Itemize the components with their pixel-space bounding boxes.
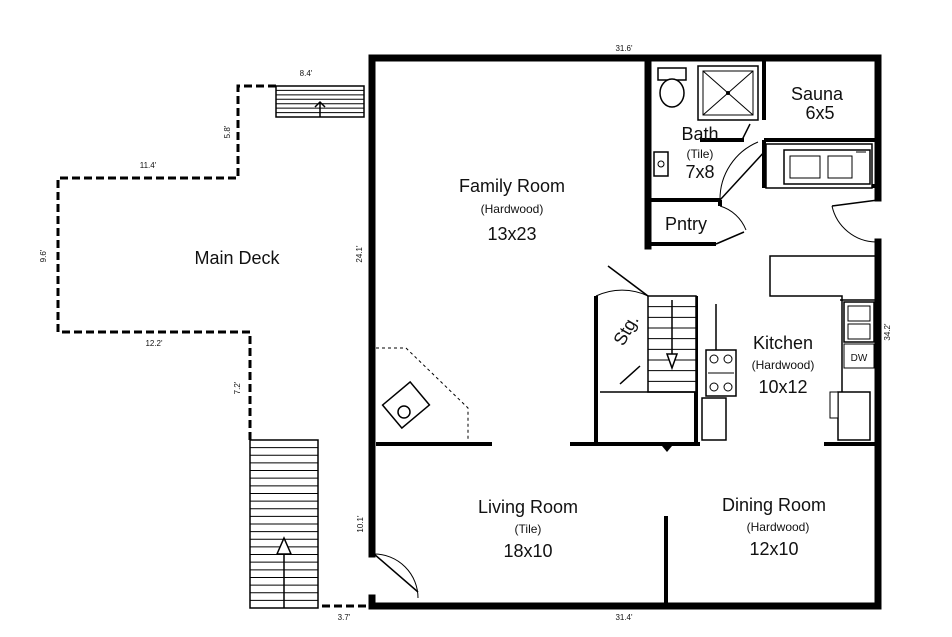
kitchen-size: 10x12 [758, 377, 807, 397]
dim-bottom: 31.4' [615, 613, 633, 622]
main-deck-outline [56, 84, 370, 608]
bath-size: 7x8 [685, 162, 714, 182]
main-deck-label: Main Deck [194, 248, 280, 268]
bath-floor: (Tile) [687, 147, 714, 161]
living-entry-door [373, 553, 419, 599]
dim-deck-mid: 11.4' [140, 161, 157, 170]
pantry-name: Pntry [665, 214, 707, 234]
dim-deck-lower: 7.2' [233, 381, 242, 394]
family-room-floor: (Hardwood) [481, 202, 544, 216]
dim-deck-foot: 3.7' [338, 613, 351, 622]
dim-family-left: 24.1' [355, 245, 364, 263]
kitchen-name: Kitchen [753, 333, 813, 353]
dim-deck-step: 5.8' [223, 125, 232, 138]
toilet-icon [657, 67, 687, 108]
kitchen-sink-icon [843, 301, 875, 343]
bath-sink-icon [653, 151, 669, 177]
dim-top: 31.6' [615, 44, 633, 53]
family-room-size: 13x23 [487, 224, 536, 244]
dim-deck-bottom: 12.2' [145, 339, 163, 348]
shower-icon [697, 65, 759, 121]
pantry-door [715, 205, 747, 245]
refrigerator-icon [829, 391, 871, 441]
dining-room-size: 12x10 [749, 539, 798, 559]
kitchen-floor: (Hardwood) [752, 358, 815, 372]
dim-deck-left: 9.6' [39, 249, 48, 262]
family-room-name: Family Room [459, 176, 565, 196]
dining-room-name: Dining Room [722, 495, 826, 515]
bath-name: Bath [681, 124, 718, 144]
kitchen-exterior-door [831, 199, 879, 243]
living-room-size: 18x10 [503, 541, 552, 561]
deck-top-stairs [275, 85, 365, 118]
dim-deck-top: 8.4' [300, 69, 313, 78]
dishwasher-label: DW [851, 353, 868, 364]
storage-name: Stg. [609, 311, 642, 349]
exterior-walls [368, 54, 882, 610]
interior-stairs [595, 265, 697, 393]
dim-living-left: 10.1' [356, 515, 365, 533]
dining-room-floor: (Hardwood) [747, 520, 810, 534]
sauna-name: Sauna [791, 84, 844, 104]
kitchen-counter-l [769, 255, 876, 440]
deck-bottom-stairs [249, 439, 319, 609]
bath-door [719, 123, 767, 201]
dim-right: 34.2' [883, 323, 892, 341]
stove-icon [701, 304, 737, 441]
living-room-floor: (Tile) [515, 522, 542, 536]
living-room-name: Living Room [478, 497, 578, 517]
dishwasher: DW [843, 343, 875, 369]
divider-marker [662, 446, 672, 452]
kitchen-counter-upper [765, 143, 873, 189]
sauna-size: 6x5 [805, 103, 834, 123]
fireplace-icon [376, 347, 469, 440]
